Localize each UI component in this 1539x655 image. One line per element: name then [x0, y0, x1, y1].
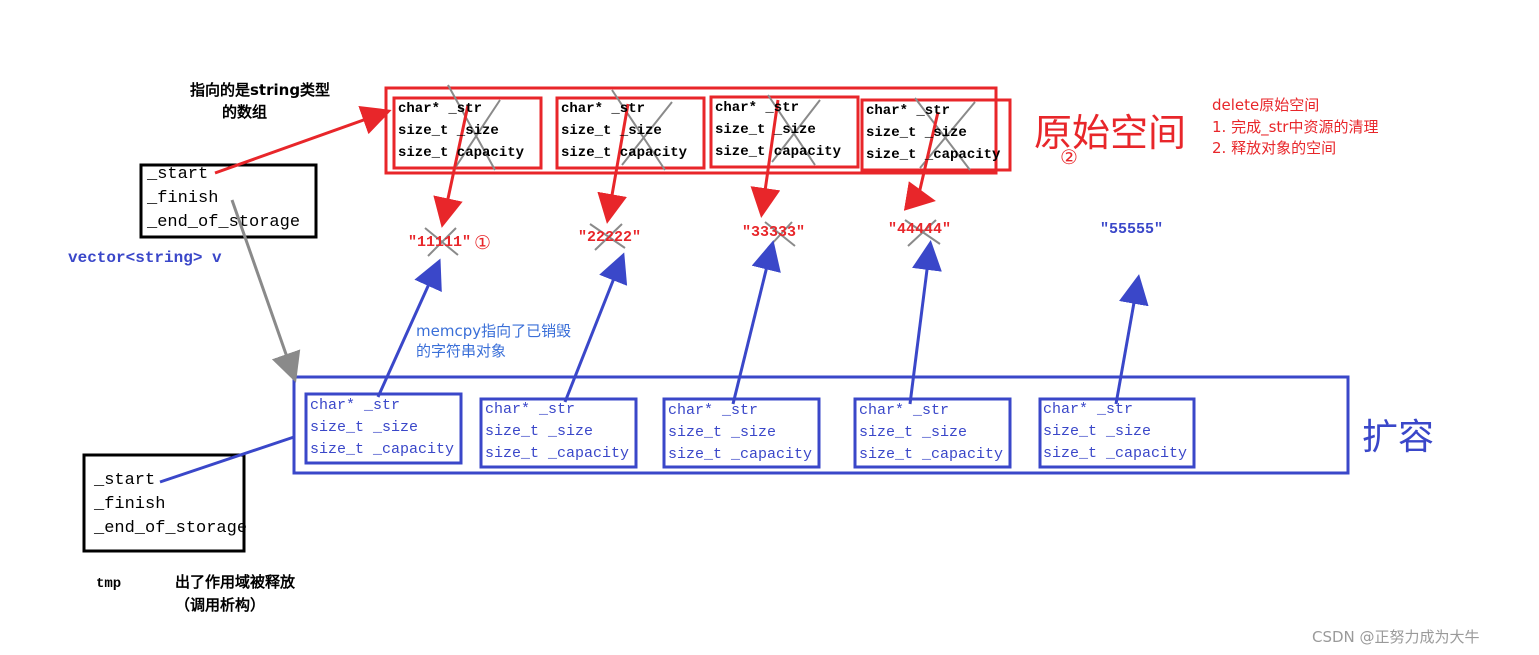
new-cell-2-capacity: size_t _capacity [485, 445, 630, 462]
expansion-label: 扩容 [1362, 417, 1435, 458]
original-cell-3-box [709, 95, 860, 169]
original-cell-1-size: size_t _size [398, 123, 499, 139]
original-cell-1-str: char* _str [398, 101, 483, 117]
vector-start-field: _start [147, 165, 209, 184]
original-cell-4-size: size_t _size [866, 125, 967, 141]
new-str-arrow-1 [376, 258, 442, 398]
original-cell-crosses [447, 84, 976, 171]
vector-finish-field: _finish [147, 189, 219, 208]
v-to-expansion-arrow [230, 199, 301, 383]
new-str-arrow-4 [908, 240, 942, 405]
delete-note-step2: 2. 释放对象的空间 [1212, 139, 1337, 157]
original-cell-3-capacity: size_t capacity [715, 144, 842, 160]
new-cell-1-capacity: size_t _capacity [310, 441, 455, 458]
original-cell-3-size: size_t _size [715, 122, 816, 138]
scope-note-line1: 出了作用域被释放 [175, 573, 296, 591]
memcpy-note-line2: 的字符串对象 [416, 342, 507, 360]
original-space-label: 原始空间 [1034, 111, 1187, 155]
original-cell-4-box [860, 98, 1012, 172]
string-value-5: "55555" [1100, 221, 1164, 238]
new-cell-3-box [662, 397, 821, 469]
new-cell-5-capacity: size_t _capacity [1043, 445, 1188, 462]
tmp-start-field: _start [94, 471, 156, 490]
original-cell-1-capacity: size_t capacity [398, 145, 525, 161]
original-cell-4-capacity: size_t _capacity [866, 147, 1001, 163]
new-cell-3-capacity: size_t _capacity [668, 446, 813, 463]
points-to-note-line2: 的数组 [222, 103, 268, 121]
original-cell-1-box [392, 96, 543, 170]
scope-note-line2: （调用析构） [175, 596, 266, 614]
new-cell-4-str: char* _str [859, 402, 950, 419]
vector-v-box [139, 163, 318, 239]
new-cell-4-size: size_t _size [859, 424, 968, 441]
tmp-label: tmp [96, 576, 122, 592]
string-value-crosses [424, 219, 941, 257]
original-cell-2-capacity: size_t capacity [561, 145, 688, 161]
expansion-box [292, 375, 1350, 475]
v-start-arrow [214, 105, 392, 175]
string-value-1: "11111" [408, 234, 472, 251]
original-cell-2-str: char* _str [561, 101, 646, 117]
new-cell-1-str: char* _str [310, 397, 401, 414]
new-cell-3-str: char* _str [668, 402, 759, 419]
new-cell-1-size: size_t _size [310, 419, 419, 436]
new-str-arrow-2 [563, 252, 628, 403]
string-value-4: "44444" [888, 221, 952, 238]
new-cell-2-box [479, 397, 638, 469]
tmp-finish-field: _finish [94, 495, 166, 514]
new-str-arrow-3 [731, 240, 781, 405]
new-cell-2-str: char* _str [485, 401, 576, 418]
vector-label: vector<string> v [68, 249, 222, 267]
original-cell-3-str: char* _str [715, 100, 800, 116]
new-cell-2-size: size_t _size [485, 423, 594, 440]
original-str-arrow-1 [433, 104, 470, 228]
new-cell-5-size: size_t _size [1043, 423, 1152, 440]
delete-note-step1: 1. 完成_str中资源的清理 [1212, 118, 1379, 136]
original-cell-2-box [555, 96, 706, 170]
memcpy-note-line1: memcpy指向了已销毁 [416, 322, 572, 340]
tmp-start-line [159, 435, 295, 484]
original-cell-2-size: size_t _size [561, 123, 662, 139]
new-cell-1-box [304, 392, 463, 465]
original-str-arrow-3 [750, 99, 781, 218]
points-to-note-line1: 指向的是string类型 [190, 81, 331, 99]
string-value-3: "33333" [742, 224, 806, 241]
delete-note-title: delete原始空间 [1212, 96, 1320, 114]
marker-2: ② [1060, 145, 1078, 169]
new-cell-5-str: char* _str [1043, 401, 1134, 418]
original-str-arrow-2 [597, 103, 630, 224]
tmp-end-of-storage-field: _end_of_storage [94, 519, 248, 538]
original-str-arrow-4 [903, 111, 940, 211]
new-cell-4-capacity: size_t _capacity [859, 446, 1004, 463]
tmp-box [82, 453, 246, 553]
new-cell-4-box [853, 397, 1012, 469]
string-value-2: "22222" [578, 229, 642, 246]
marker-1: ① [474, 232, 492, 254]
vector-end-of-storage-field: _end_of_storage [147, 213, 301, 232]
new-str-arrow-5 [1114, 274, 1149, 405]
watermark: CSDN @正努力成为大牛 [1312, 628, 1480, 646]
new-cell-3-size: size_t _size [668, 424, 777, 441]
original-cell-4-str: char* _str [866, 103, 951, 119]
